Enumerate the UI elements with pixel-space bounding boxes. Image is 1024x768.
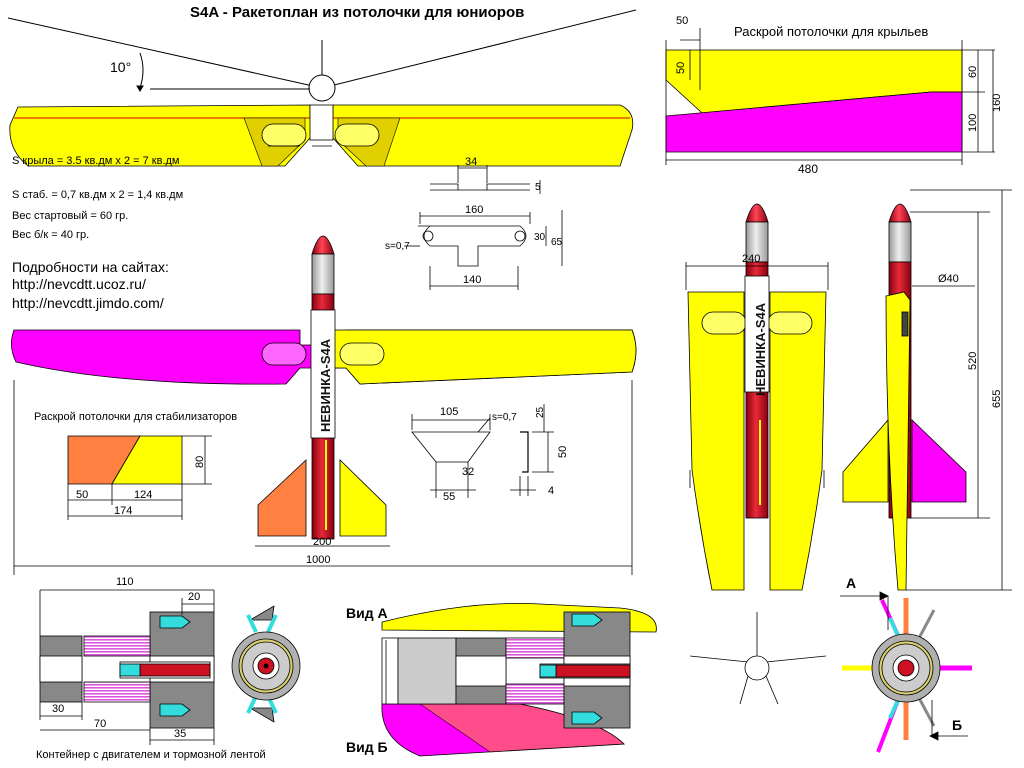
spec-line: Вес б/к = 40 гр. xyxy=(12,229,89,241)
clip-dim: 25 xyxy=(535,406,546,418)
side-dim: 520 xyxy=(967,352,979,370)
wing-layout-dim: 100 xyxy=(967,114,979,132)
spec-line: S стаб. = 0,7 кв.дм x 2 = 1,4 кв.дм xyxy=(12,189,183,201)
wing-layout-dim: 480 xyxy=(798,162,818,176)
side-dim: 655 xyxy=(991,390,1003,408)
cross-view xyxy=(689,612,827,705)
container-caption: Контейнер с двигателем и тормозной ленто… xyxy=(36,749,266,761)
stab-layout-title: Раскрой потолочки для стабилизаторов xyxy=(34,411,237,423)
dihedral-view xyxy=(7,9,637,102)
side-profile-view xyxy=(842,189,1012,591)
stab-dim: 50 xyxy=(76,489,88,501)
wing-layout-title: Раскрой потолочки для крыльев xyxy=(734,24,928,39)
view-b-marker: Б xyxy=(952,717,962,733)
wing-layout-dim: 60 xyxy=(967,66,979,78)
stab-cutting-layout xyxy=(67,435,212,520)
rocket-name-front: НЕВИНКА-S4A xyxy=(318,338,333,432)
wing-layout-dim: 160 xyxy=(991,94,1003,112)
spec-line: S крыла = 3.5 кв.дм x 2 = 7 кв.дм xyxy=(12,155,179,167)
container-dim: 30 xyxy=(52,703,64,715)
stab-dim: 124 xyxy=(134,489,152,501)
wing-layout-dim: 50 xyxy=(676,15,688,27)
rear-view-fins xyxy=(840,591,972,753)
container-dim: 70 xyxy=(94,718,106,730)
front-dim: 200 xyxy=(313,536,331,548)
angle-label: 10° xyxy=(110,59,131,75)
front-dim: 1000 xyxy=(306,554,330,566)
view-a-marker: А xyxy=(846,575,856,591)
wing-layout-dim: 50 xyxy=(675,62,687,74)
clip-dim: 55 xyxy=(443,491,455,503)
pylon-dim: 160 xyxy=(465,204,483,216)
pylon-dim: 5 xyxy=(535,182,541,193)
pylon-dim: 34 xyxy=(465,156,477,168)
spec-line: Вес стартовый = 60 гр. xyxy=(12,210,128,222)
stab-dim: 80 xyxy=(194,456,206,468)
pylon-dim: s=0,7 xyxy=(385,241,410,252)
clip-dim: 32 xyxy=(462,466,474,478)
clip-dim: s=0,7 xyxy=(492,412,517,423)
rocket-name-side: НЕВИНКА-S4A xyxy=(753,302,768,396)
stab-dim: 174 xyxy=(114,505,132,517)
section-view xyxy=(381,602,657,757)
view-a-label: Вид А xyxy=(346,605,388,621)
clip-dim: 4 xyxy=(548,485,554,497)
site-link[interactable]: http://nevcdtt.ucoz.ru/ xyxy=(12,276,146,292)
pylon-dim: 65 xyxy=(551,237,563,248)
container-dim: 20 xyxy=(188,591,200,603)
side-dim: 240 xyxy=(742,253,760,265)
page-title: S4A - Ракетоплан из потолочки для юниоро… xyxy=(190,4,525,21)
container-rear-view xyxy=(231,605,301,723)
container-dim: 35 xyxy=(174,728,186,740)
clip-dim: 50 xyxy=(557,446,569,458)
view-b-label: Вид Б xyxy=(346,739,388,755)
folded-front-view xyxy=(685,203,829,591)
clip-dim: 105 xyxy=(440,406,458,418)
pylon-drawing xyxy=(404,165,563,290)
site-link[interactable]: http://nevcdtt.jimdo.com/ xyxy=(12,295,164,311)
container-drawing xyxy=(39,589,215,745)
front-view xyxy=(11,235,637,575)
clip-drawing xyxy=(411,404,554,498)
wing-cutting-layout xyxy=(665,28,995,165)
top-wing xyxy=(9,104,634,167)
links-heading: Подробности на сайтах: xyxy=(12,259,169,275)
side-dim: Ø40 xyxy=(938,273,959,285)
container-dim: 110 xyxy=(116,576,134,588)
pylon-dim: 140 xyxy=(463,274,481,286)
specs-block: S крыла = 3.5 кв.дм x 2 = 7 кв.дм S стаб… xyxy=(12,155,183,241)
pylon-dim: 30 xyxy=(534,232,546,243)
